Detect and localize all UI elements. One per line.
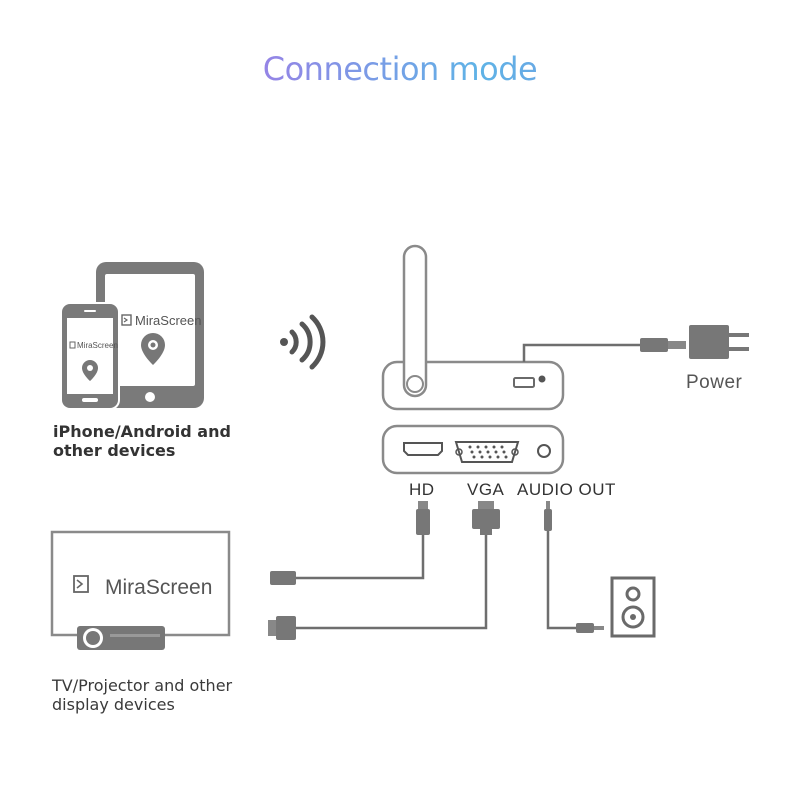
speaker-icon <box>610 576 656 638</box>
tablet-device: MiraScreen <box>96 262 204 408</box>
power-adapter-icon <box>689 325 749 359</box>
ports-panel <box>381 424 565 475</box>
mobile-devices-line-1: iPhone/Android and <box>53 422 231 441</box>
display-devices-line-1: TV/Projector and other <box>52 676 233 695</box>
hdmi-cable <box>270 501 430 585</box>
tv-brand-text: MiraScreen <box>105 576 212 599</box>
display-devices-label: TV/Projector and other display devices <box>52 676 232 714</box>
vga-cable <box>268 501 500 640</box>
audio-cable <box>544 501 604 633</box>
screen-mirror-icon <box>121 314 132 326</box>
screen-mirror-icon <box>73 575 89 593</box>
hdmi-port <box>403 442 443 456</box>
location-pin-icon <box>141 333 165 365</box>
power-label: Power <box>686 372 743 393</box>
location-pin-icon <box>82 360 98 381</box>
hd-label: HD <box>409 480 435 499</box>
projector <box>77 626 165 650</box>
phone-device: MiraScreen <box>60 302 120 410</box>
audio-port <box>537 444 551 458</box>
page-title: Connection mode <box>0 50 800 88</box>
mobile-devices-line-2: other devices <box>53 441 176 460</box>
vga-label: VGA <box>467 480 505 499</box>
tablet-brand-text: MiraScreen <box>135 313 201 328</box>
tv-display: MiraScreen <box>50 530 231 650</box>
screen-mirror-icon <box>69 341 76 349</box>
power-cable <box>522 325 749 362</box>
phone-brand-text: MiraScreen <box>77 341 118 350</box>
wifi-icon <box>280 314 326 370</box>
audio-out-label: AUDIO OUT <box>517 480 616 499</box>
mobile-devices-label: iPhone/Android and other devices <box>53 422 231 460</box>
antenna <box>402 244 428 398</box>
receiver-dongle <box>381 244 565 411</box>
display-devices-line-2: display devices <box>52 695 175 714</box>
vga-port <box>454 441 520 463</box>
